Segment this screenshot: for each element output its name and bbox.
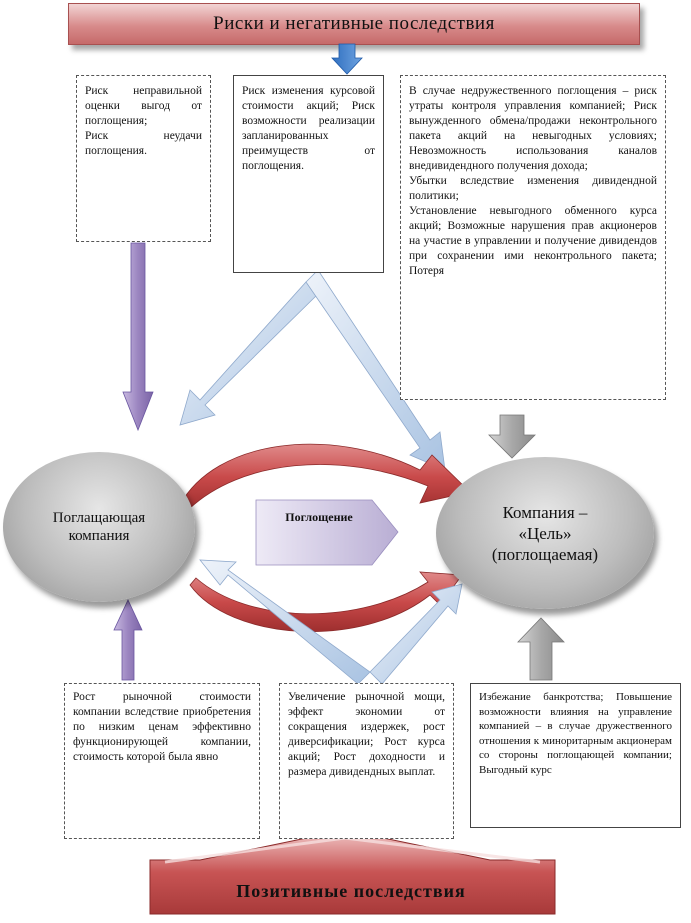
benefit-box-right: Избежание банкротства; Повышение возможн… [470, 683, 681, 828]
benefit-right-text: Избежание банкротства; Повышение возможн… [479, 691, 672, 776]
target-label-line3: (поглощаемая) [491, 544, 599, 564]
target-company: Компания – «Цель» (поглощаемая) [436, 457, 654, 609]
left-risk-arrow [122, 242, 154, 432]
risk-right-text-3: Установление невыгодного обменного курса… [409, 205, 657, 277]
acquirer-company: Поглащающая компания [3, 452, 195, 602]
middle-risk-arrow-left [179, 281, 319, 426]
benefit-middle-text: Увеличение рыночной мощи, эффект экономи… [288, 691, 445, 778]
risk-box-middle: Риск изменения курсовой стоимости акций;… [233, 75, 384, 273]
acquirer-label: Поглащающая компания [52, 510, 146, 544]
negative-consequences-banner: Риски и негативные последствия [68, 3, 640, 45]
benefit-box-middle: Увеличение рыночной мощи, эффект экономи… [279, 683, 454, 839]
right-risk-arrow [488, 414, 536, 459]
risk-box-left: Риск неправильной оценки выгод от поглощ… [76, 75, 211, 242]
middle-risk-arrow-right [305, 269, 446, 471]
benefit-arrow-left [199, 559, 371, 685]
absorption-label: Поглощение [285, 510, 353, 524]
left-benefit-arrow [113, 599, 143, 681]
risk-box-right: В случае недружественного поглощения – р… [400, 75, 666, 400]
risk-right-text-2: Убытки вследствие изменения дивидендной … [409, 175, 657, 202]
red-arc-bottom [189, 571, 463, 632]
benefit-arrow-right [369, 583, 463, 685]
benefit-box-left: Рост рыночной стоимости компании вследст… [64, 683, 260, 839]
positive-consequences-title: Позитивные последствия [236, 880, 466, 901]
absorption-arrow [255, 499, 399, 566]
top-down-arrow [331, 43, 363, 75]
right-benefit-arrow [517, 617, 565, 681]
risk-left-text-2: Риск неудачи поглощения. [85, 130, 202, 157]
negative-consequences-title: Риски и негативные последствия [213, 13, 495, 34]
benefit-left-text: Рост рыночной стоимости компании вследст… [73, 691, 251, 763]
risk-middle-text: Риск изменения курсовой стоимости акций;… [242, 85, 375, 172]
target-label-line2: «Цель» [518, 523, 572, 543]
risk-right-text-1: В случае недружественного поглощения – р… [409, 85, 657, 172]
risk-left-text-1: Риск неправильной оценки выгод от поглощ… [85, 85, 202, 127]
target-label-line1: Компания – [502, 502, 588, 522]
